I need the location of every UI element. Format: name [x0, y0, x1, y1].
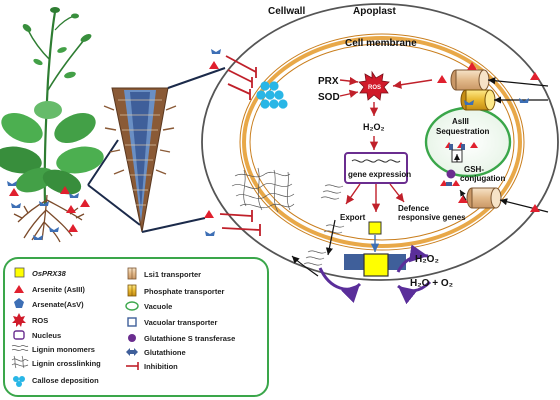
- phosphate-transporter-icon: [127, 284, 137, 297]
- defence-label-line2: responsive genes: [398, 213, 466, 222]
- apoplast-label: Apoplast: [353, 6, 396, 17]
- legend-text-inhibition: Inhibition: [144, 362, 178, 371]
- mrna-strands: [320, 184, 344, 200]
- cell-membrane-label: Cell membrane: [345, 38, 417, 49]
- glutathione-s-transferase-icon: [128, 334, 136, 342]
- gsh-label-line2: conjugation: [460, 174, 505, 183]
- plant-illustration: [0, 7, 104, 243]
- legend-text-gst: Glutathione S transferase: [144, 334, 235, 343]
- phosphate-transporter: [460, 89, 496, 111]
- callose-deposition-icon: [13, 376, 25, 387]
- legend: OsPRX38 Arsenite (AsIII) Arsenate(AsV) R…: [3, 257, 269, 397]
- soil-ions: [7, 181, 90, 240]
- h2o2-bottom-label: H₂O₂: [415, 254, 439, 265]
- root-tip-section: [103, 87, 177, 233]
- gsh-conjugation: GSH- conjugation: [440, 165, 505, 186]
- osprx38-small-icon: [368, 221, 382, 235]
- h2o-o2-label: H₂O + O₂: [410, 278, 453, 289]
- vacuolar-transporter-icon: [127, 317, 137, 327]
- inhibition-icon: [126, 362, 139, 370]
- legend-text-phosphate: Phosphate transporter: [144, 287, 225, 296]
- gsh-label-line1: GSH-: [464, 165, 484, 174]
- osprx38-square-icon: [14, 267, 25, 278]
- vacuole-icon: [125, 301, 139, 311]
- zoom-connector-lines-cell: [141, 67, 226, 233]
- legend-text-lsi1: Lsi1 transporter: [144, 270, 201, 279]
- legend-text-glutathione: Glutathione: [144, 348, 186, 357]
- legend-text-vacuole: Vacuole: [144, 302, 172, 311]
- sod-label: SOD: [318, 92, 340, 103]
- ros-star: ROS: [358, 70, 390, 101]
- asiii-sequestration-line1: AsIII: [452, 117, 469, 126]
- defence-label-line1: Defence: [398, 204, 430, 213]
- plant-shoot: [0, 7, 104, 206]
- legend-text-osprx38: OsPRX38: [32, 269, 67, 278]
- ros-label: ROS: [368, 85, 381, 91]
- legend-text-callose: Callose deposition: [32, 376, 99, 385]
- arsenite-triangle-icon: [14, 285, 24, 293]
- callose-deposition: [256, 81, 288, 109]
- lignin-monomers-icon: [11, 345, 29, 351]
- legend-text-lignin-crosslinking: Lignin crosslinking: [32, 359, 101, 368]
- export-arrows: [291, 219, 336, 277]
- legend-text-ros: ROS: [32, 316, 48, 325]
- lignin-crosslinking-mesh: [231, 167, 295, 213]
- legend-text-arsenate: Arsenate(AsV): [32, 300, 84, 309]
- inhibition-bottom-group: [204, 210, 261, 236]
- lsi1-transporter-bottom: [466, 187, 502, 209]
- lignin-crosslinking-icon: [11, 355, 29, 369]
- cellwall-label: Cellwall: [268, 6, 305, 17]
- arsenate-pentagon-icon: [14, 298, 24, 308]
- prx-label: PRX: [318, 76, 339, 87]
- gene-expression-label: gene expression: [348, 170, 411, 179]
- plant-roots: [13, 194, 85, 243]
- legend-text-vacuolar-transporter: Vacuolar transporter: [144, 318, 217, 327]
- glutathione-icon: [126, 348, 138, 356]
- nucleus-icon: [13, 330, 25, 340]
- lsi1-transporter-icon: [127, 267, 137, 280]
- asiii-sequestration-line2: Sequestration: [436, 127, 489, 136]
- cell-membrane: [242, 36, 522, 248]
- legend-text-nucleus: Nucleus: [32, 331, 61, 340]
- ros-star-icon: [12, 313, 26, 327]
- legend-text-arsenite: Arsenite (AsIII): [32, 285, 85, 294]
- export-label: Export: [340, 213, 366, 222]
- inhibition-top-group: [209, 49, 257, 100]
- nucleus-box: gene expression: [344, 152, 411, 184]
- vacuole-contents: [445, 142, 478, 150]
- zoom-connector-lines: [87, 139, 141, 226]
- osprx38-large-enzyme: [344, 253, 406, 277]
- external-ions-right: [458, 62, 549, 213]
- legend-text-lignin-monomers: Lignin monomers: [32, 345, 95, 354]
- lsi1-transporter-top: [450, 69, 490, 91]
- h2o2-top-label: H₂O₂: [363, 122, 385, 132]
